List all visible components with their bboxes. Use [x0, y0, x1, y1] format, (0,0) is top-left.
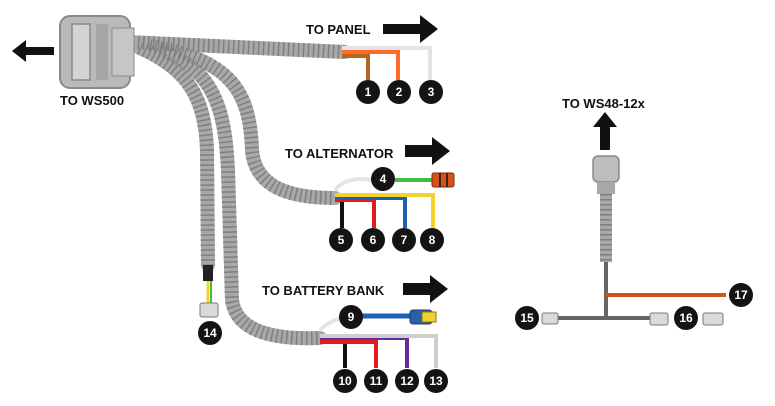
connector-14-plug: [199, 302, 219, 318]
svg-text:13: 13: [429, 374, 443, 388]
svg-text:16: 16: [679, 311, 693, 325]
ws48-connector: [592, 155, 620, 183]
callout-3: 3: [419, 80, 443, 104]
svg-text:2: 2: [396, 85, 403, 99]
svg-text:17: 17: [734, 288, 748, 302]
callout-9: 9: [339, 305, 363, 329]
svg-text:7: 7: [401, 233, 408, 247]
callout-2: 2: [387, 80, 411, 104]
connector-16-plug-b: [702, 312, 724, 326]
arrow-to-battery-bank: [403, 275, 448, 303]
callout-1: 1: [356, 80, 380, 104]
callout-17: 17: [729, 283, 753, 307]
svg-text:12: 12: [400, 374, 414, 388]
ws48-harness: [541, 155, 726, 326]
main-harness: [59, 15, 352, 346]
alternator-wires: [333, 172, 455, 228]
alternator-plug: [431, 172, 455, 188]
callout-8: 8: [420, 228, 444, 252]
callout-5: 5: [329, 228, 353, 252]
callout-13: 13: [424, 369, 448, 393]
pigtail-14: [199, 265, 219, 318]
label-to-ws500: TO WS500: [60, 93, 124, 108]
svg-text:5: 5: [338, 233, 345, 247]
callout-7: 7: [392, 228, 416, 252]
svg-text:8: 8: [429, 233, 436, 247]
arrow-to-panel: [383, 15, 438, 43]
callout-11: 11: [364, 369, 388, 393]
battery-wires: [318, 309, 438, 368]
conduit-to-battery: [153, 43, 327, 346]
connector-16-plug-a: [649, 312, 669, 326]
callout-4: 4: [371, 167, 395, 191]
label-to-ws48: TO WS48-12x: [562, 96, 646, 111]
label-to-panel: TO PANEL: [306, 22, 371, 37]
arrow-to-ws48: [593, 112, 617, 150]
svg-text:6: 6: [370, 233, 377, 247]
callout-6: 6: [361, 228, 385, 252]
callout-12: 12: [395, 369, 419, 393]
svg-text:15: 15: [520, 311, 534, 325]
label-to-alternator: TO ALTERNATOR: [285, 146, 394, 161]
svg-text:14: 14: [203, 326, 217, 340]
svg-text:9: 9: [348, 310, 355, 324]
svg-text:1: 1: [365, 85, 372, 99]
svg-text:4: 4: [380, 172, 387, 186]
callout-16: 16: [674, 306, 698, 330]
svg-text:11: 11: [370, 374, 383, 388]
panel-wires: [342, 46, 432, 80]
connector-15-plug: [541, 312, 559, 325]
callout-10: 10: [333, 369, 357, 393]
callout-15: 15: [515, 306, 539, 330]
arrow-to-ws500: [12, 40, 54, 62]
svg-text:10: 10: [338, 374, 352, 388]
arrow-to-alternator: [405, 137, 450, 165]
svg-text:3: 3: [428, 85, 435, 99]
label-to-battery-bank: TO BATTERY BANK: [262, 283, 385, 298]
callout-14: 14: [198, 321, 222, 345]
